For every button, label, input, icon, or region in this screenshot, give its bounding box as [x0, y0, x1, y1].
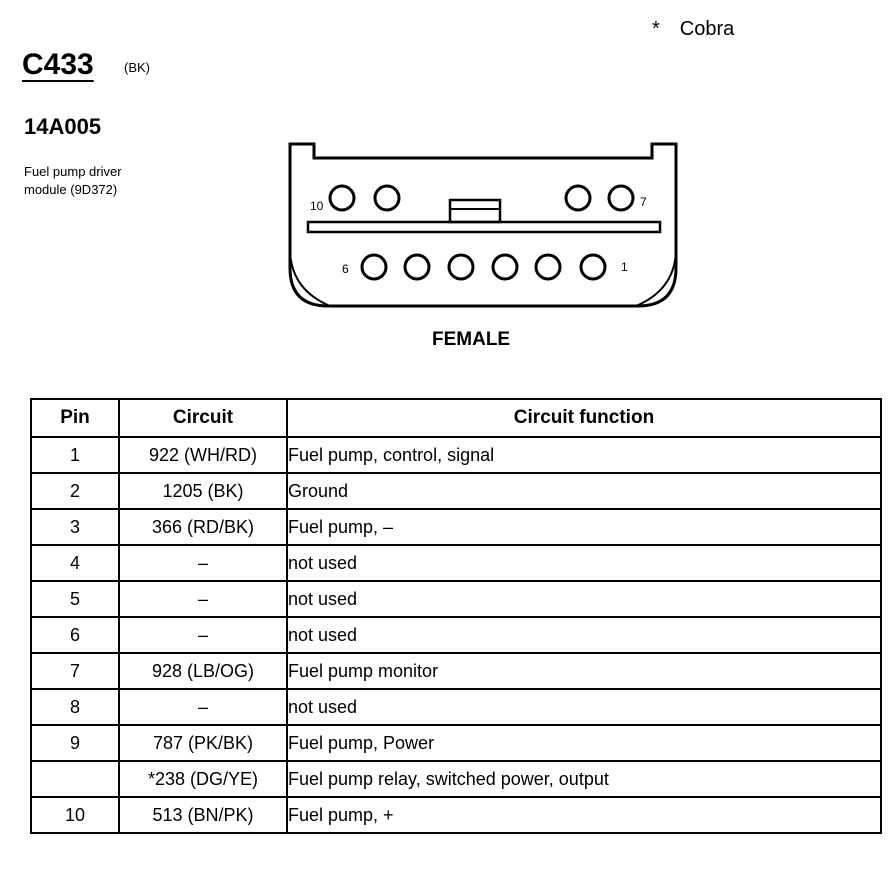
pin-cell: 9 — [30, 724, 120, 762]
function-cell: Fuel pump, Power — [286, 724, 882, 762]
table-row: 6 – not used — [30, 616, 882, 654]
circuit-cell: 928 (LB/OG) — [118, 652, 288, 690]
function-cell: Fuel pump monitor — [286, 652, 882, 690]
connector-id: C433 — [22, 48, 94, 81]
description-line-1: Fuel pump driver — [24, 164, 122, 179]
pin-3-socket — [491, 253, 519, 281]
connector-outline — [288, 142, 678, 308]
table-row: 4 – not used — [30, 544, 882, 582]
circuit-cell: 1205 (BK) — [118, 472, 288, 510]
pin-cell: 3 — [30, 508, 120, 546]
function-cell: not used — [286, 580, 882, 618]
pin-10-socket — [328, 184, 356, 212]
table-row: *238 (DG/YE) Fuel pump relay, switched p… — [30, 760, 882, 798]
table-row: 5 – not used — [30, 580, 882, 618]
corner-bevel-left — [289, 251, 331, 307]
pin-5-socket — [403, 253, 431, 281]
table-row: 8 – not used — [30, 688, 882, 726]
table-row: 2 1205 (BK) Ground — [30, 472, 882, 510]
pin-cell: 8 — [30, 688, 120, 726]
function-cell: not used — [286, 616, 882, 654]
pin-9-socket — [373, 184, 401, 212]
function-cell: not used — [286, 544, 882, 582]
function-cell: not used — [286, 688, 882, 726]
circuit-cell: 513 (BN/PK) — [118, 796, 288, 834]
pin-cell: 4 — [30, 544, 120, 582]
pin-label-10: 10 — [310, 199, 324, 213]
circuit-cell: – — [118, 616, 288, 654]
pin-cell: 5 — [30, 580, 120, 618]
pin-4-socket — [447, 253, 475, 281]
connector-description: Fuel pump driver module (9D372) — [24, 163, 122, 199]
view-label: FEMALE — [432, 329, 511, 350]
function-cell: Fuel pump, control, signal — [286, 436, 882, 474]
cobra-note: * Cobra — [652, 18, 734, 41]
connector-face-diagram: 10 7 6 1 — [288, 142, 678, 308]
table-header-row: Pin Circuit Circuit function — [30, 398, 882, 438]
pin-label-6: 6 — [342, 262, 349, 276]
asterisk-symbol: * — [652, 18, 660, 40]
pin-cell: 1 — [30, 436, 120, 474]
table-row: 9 787 (PK/BK) Fuel pump, Power — [30, 724, 882, 762]
pin-cell — [30, 760, 120, 798]
circuit-cell: – — [118, 580, 288, 618]
table-row: 3 366 (RD/BK) Fuel pump, – — [30, 508, 882, 546]
circuit-cell: 787 (PK/BK) — [118, 724, 288, 762]
pin-2-socket — [534, 253, 562, 281]
pin-cell: 10 — [30, 796, 120, 834]
function-cell: Fuel pump, + — [286, 796, 882, 834]
circuit-cell: *238 (DG/YE) — [118, 760, 288, 798]
circuit-cell: – — [118, 688, 288, 726]
pin-label-7: 7 — [640, 195, 647, 209]
pin-cell: 7 — [30, 652, 120, 690]
pin-7-socket — [607, 184, 635, 212]
circuit-cell: 366 (RD/BK) — [118, 508, 288, 546]
header-pin: Pin — [30, 398, 120, 438]
pin-8-socket — [564, 184, 592, 212]
circuit-cell: – — [118, 544, 288, 582]
pin-cell: 6 — [30, 616, 120, 654]
header-circuit: Circuit — [118, 398, 288, 438]
circuit-cell: 922 (WH/RD) — [118, 436, 288, 474]
pin-6-socket — [360, 253, 388, 281]
pin-cell: 2 — [30, 472, 120, 510]
cobra-note-text: Cobra — [679, 18, 735, 40]
table-row: 10 513 (BN/PK) Fuel pump, + — [30, 796, 882, 834]
function-cell: Ground — [286, 472, 882, 510]
table-row: 7 928 (LB/OG) Fuel pump monitor — [30, 652, 882, 690]
function-cell: Fuel pump relay, switched power, output — [286, 760, 882, 798]
header-circuit-function: Circuit function — [286, 398, 882, 438]
connector-color: (BK) — [124, 60, 150, 75]
latch — [448, 198, 502, 224]
part-number: 14A005 — [24, 114, 102, 139]
description-line-2: module (9D372) — [24, 182, 118, 197]
pinout-table: Pin Circuit Circuit function 1 922 (WH/R… — [30, 398, 882, 834]
pin-1-socket — [579, 253, 607, 281]
function-cell: Fuel pump, – — [286, 508, 882, 546]
pin-label-1: 1 — [621, 260, 628, 274]
corner-bevel-right — [635, 251, 677, 307]
table-row: 1 922 (WH/RD) Fuel pump, control, signal — [30, 436, 882, 474]
key-bar — [306, 220, 662, 234]
